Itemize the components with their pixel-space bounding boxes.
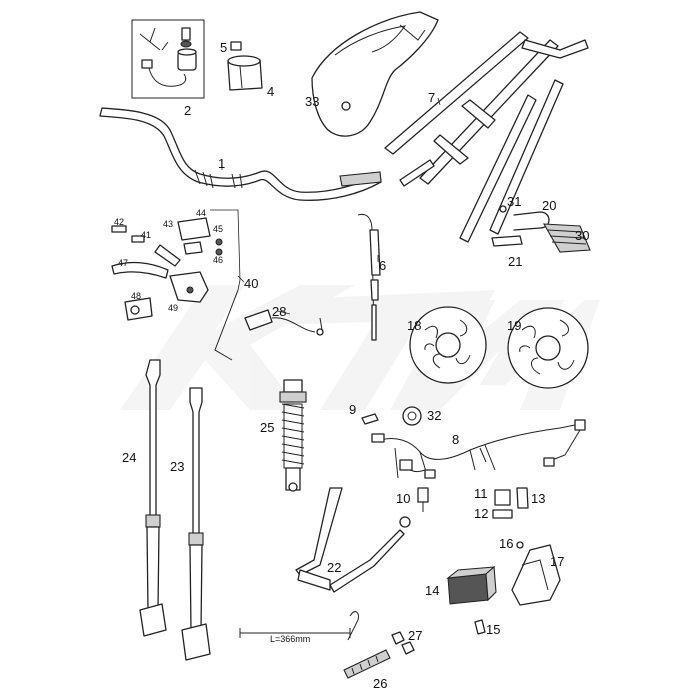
part-24-fork-left — [139, 359, 167, 637]
callout-31: 31 — [507, 194, 521, 209]
callout-32: 32 — [427, 408, 441, 423]
callout-48: 48 — [131, 291, 141, 301]
leader-lines — [221, 97, 441, 315]
callout-28: 28 — [272, 304, 286, 319]
callout-7: 7 — [428, 90, 435, 105]
callout-44: 44 — [196, 208, 206, 218]
callout-5: 5 — [220, 40, 227, 55]
part-2-ignition-kit — [131, 19, 205, 99]
part-15-fuse — [474, 619, 486, 635]
callouts: 1 2 4 5 6 7 8 9 10 11 12 13 14 15 16 17 … — [114, 40, 589, 691]
part-23-fork-right — [181, 387, 211, 661]
part-19-rear-disc — [507, 307, 589, 389]
callout-8: 8 — [452, 432, 459, 447]
callout-18: 18 — [407, 318, 421, 333]
callout-25: 25 — [260, 420, 274, 435]
part-14-battery — [446, 565, 497, 605]
callout-17: 17 — [550, 554, 564, 569]
callout-45: 45 — [213, 224, 223, 234]
callout-10: 10 — [396, 491, 410, 506]
part-28-switch-cable — [244, 309, 324, 336]
callout-24: 24 — [122, 450, 136, 465]
callout-11: 11 — [474, 486, 488, 501]
dimension-label: L=366mm — [270, 634, 310, 644]
callout-42: 42 — [114, 217, 124, 227]
callout-27: 27 — [408, 628, 422, 643]
part-1-handlebar — [99, 107, 382, 201]
callout-4: 4 — [267, 84, 274, 99]
part-7-subframe — [384, 31, 589, 243]
part-33-headlight-mask — [311, 11, 439, 137]
callout-16: 16 — [499, 536, 513, 551]
callout-13: 13 — [531, 491, 545, 506]
dimension-line — [239, 611, 359, 641]
callout-2: 2 — [184, 103, 191, 118]
callout-20: 20 — [542, 198, 556, 213]
part-20-21-30-31-footpeg — [491, 205, 591, 253]
callout-30: 30 — [575, 228, 589, 243]
part-11-12-13-components — [492, 487, 529, 519]
callout-19: 19 — [507, 318, 521, 333]
callout-15: 15 — [486, 622, 500, 637]
callout-41: 41 — [141, 230, 151, 240]
callout-43: 43 — [163, 219, 173, 229]
callout-1: 1 — [218, 156, 225, 171]
part-18-front-disc — [409, 306, 487, 384]
part-25-shock — [279, 379, 307, 492]
part-4-5-clamp — [227, 41, 263, 91]
callout-33: 33 — [305, 94, 319, 109]
part-6-speedo-cable — [357, 213, 381, 341]
part-10-relay — [417, 487, 429, 512]
callout-21: 21 — [508, 254, 522, 269]
callout-26: 26 — [373, 676, 387, 691]
callout-9: 9 — [349, 402, 356, 417]
part-40-brake-assembly — [111, 209, 241, 361]
callout-47: 47 — [118, 258, 128, 268]
callout-12: 12 — [474, 506, 488, 521]
part-16-17-bracket — [511, 541, 561, 606]
callout-14: 14 — [425, 583, 439, 598]
part-8-wiring-harness — [371, 419, 586, 479]
part-9-32-connectors — [361, 406, 422, 426]
callout-22: 22 — [327, 560, 341, 575]
callout-49: 49 — [168, 303, 178, 313]
part-22-side-stand — [295, 487, 411, 593]
callout-46: 46 — [213, 255, 223, 265]
callout-6: 6 — [379, 258, 386, 273]
part-26-27-chain — [343, 631, 415, 679]
callout-40: 40 — [244, 276, 258, 291]
callout-23: 23 — [170, 459, 184, 474]
